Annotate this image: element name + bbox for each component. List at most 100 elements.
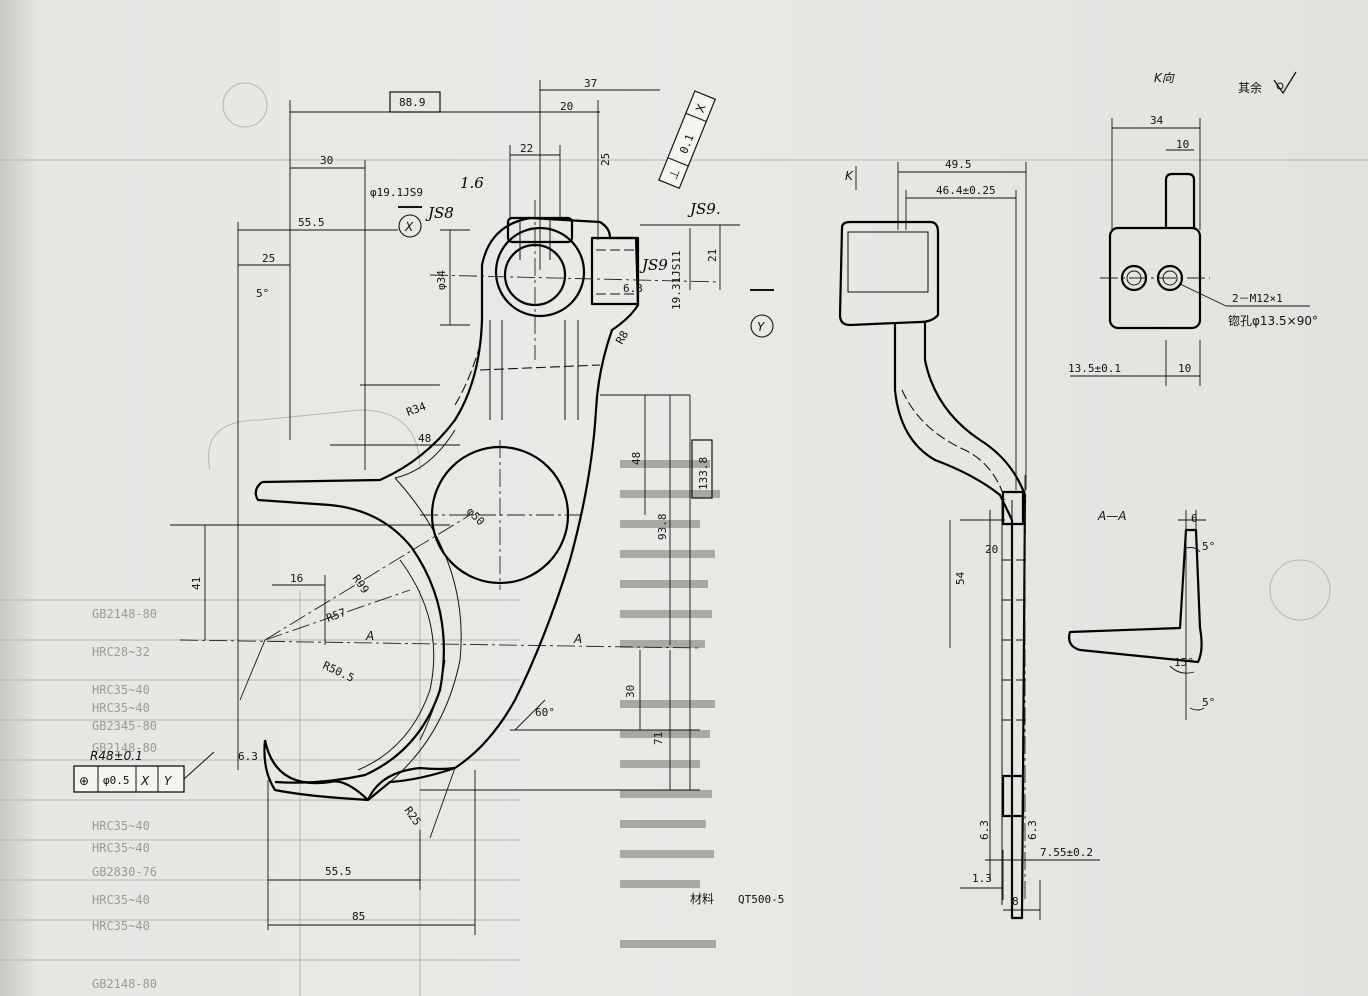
k-view-tab <box>1164 172 1196 228</box>
fork-upper-arm <box>254 481 413 549</box>
fork-inner-arc-r99 <box>389 477 462 783</box>
perp-symbol: ⊥ <box>666 167 683 182</box>
handwritten-js8: JS8 <box>425 204 454 222</box>
ghost-text-7: HRC35~40 <box>92 819 150 833</box>
main-dimension-lines <box>170 80 740 935</box>
side-lower-pad <box>1001 774 1025 818</box>
dim-5deg: 5° <box>256 287 269 300</box>
position-tolerance-frame: ⊕ φ0.5 X Y <box>73 751 215 793</box>
fork-inner-arc-r50 <box>357 559 435 771</box>
radius-r48: R48±0.1 <box>90 749 143 763</box>
dim-41: 41 <box>190 577 203 590</box>
dim-6-3-c: 6.3 <box>978 820 991 840</box>
dim-71: 71 <box>652 732 665 745</box>
dim-r50-5: R50.5 <box>321 659 357 685</box>
dim-25-r: 25 <box>599 153 612 166</box>
dim-48-a: 48 <box>418 432 431 445</box>
side-upper-pad <box>1001 490 1025 526</box>
dim-13-5: 13.5±0.1 <box>1068 362 1121 375</box>
right-lug <box>590 236 640 306</box>
side-view: K 49.5 46.4±0.25 20 54 7.55±0.2 1.3 8 6.… <box>838 158 1100 920</box>
k-view-title: K向 <box>1154 71 1175 85</box>
ghost-text-12: GB2148-80 <box>92 977 157 991</box>
dim-22: 22 <box>520 142 533 155</box>
dim-6-3-a: 6.3 <box>238 750 258 763</box>
fork-lower-jaw <box>263 739 369 801</box>
dim-6-s: 6 <box>1191 512 1198 525</box>
dim-48-b: 48 <box>630 452 643 465</box>
dim-30-b: 30 <box>624 685 637 698</box>
dim-93-8: 93.8 <box>656 514 669 541</box>
dim-85: 85 <box>352 910 365 923</box>
section-marker-left: A <box>365 629 374 643</box>
dim-88-9: 88.9 <box>399 96 426 109</box>
dim-54: 54 <box>954 571 967 585</box>
dim-10-k2: 10 <box>1178 362 1191 375</box>
fork-outline <box>261 216 640 802</box>
dim-55-5: 55.5 <box>298 216 325 229</box>
side-arm <box>893 322 1027 920</box>
handwritten-js9: JS9. <box>687 200 721 218</box>
dim-7-55: 7.55±0.2 <box>1040 846 1093 859</box>
dim-10-k: 10 <box>1176 138 1189 151</box>
position-ref-y: Y <box>164 774 173 788</box>
dim-30: 30 <box>320 154 333 167</box>
section-title: A—A <box>1097 509 1126 523</box>
datum-y: Y <box>757 320 766 334</box>
rest-label: 其余 <box>1238 80 1262 95</box>
dim-49-5: 49.5 <box>945 158 972 171</box>
dim-phi-34: φ34 <box>435 270 448 290</box>
ribs <box>489 320 579 420</box>
countersink-callout: 锪孔φ13.5×90° <box>1228 313 1318 328</box>
centerlines <box>179 200 721 649</box>
ghost-text-2: HRC28~32 <box>92 645 150 659</box>
ghost-text-6: GB2148-80 <box>92 741 157 755</box>
ghost-text-9: GB2830-76 <box>92 865 157 879</box>
dim-r99: R99 <box>350 572 372 596</box>
dim-55-5-b: 55.5 <box>325 865 352 878</box>
k-view: K向 其余 34 10 13.5±0.1 10 2－M12×1 锪孔φ13.5×… <box>1068 71 1318 386</box>
dim-20-a: 20 <box>560 100 573 113</box>
datum-x: X <box>404 220 414 234</box>
dim-133-8: 133.8 <box>697 457 710 490</box>
side-outline <box>838 220 940 327</box>
background-bleed-through: GB2148-80 HRC28~32 HRC35~40 HRC35~40 GB2… <box>0 82 1368 996</box>
ghost-text-3: HRC35~40 <box>92 683 150 697</box>
dim-r8: R8 <box>613 329 631 347</box>
dim-60deg: 60° <box>535 706 555 719</box>
ghost-text-8: HRC35~40 <box>92 841 150 855</box>
dim-5deg-s2: 5° <box>1202 696 1215 709</box>
fork-inner-arc-r57 <box>274 547 445 784</box>
dim-46-4: 46.4±0.25 <box>936 184 996 197</box>
dim-r34: R34 <box>405 400 428 419</box>
ghost-text-5: GB2345-80 <box>92 719 157 733</box>
main-view <box>254 216 640 802</box>
fork-lower-tip <box>366 766 456 801</box>
dim-37: 37 <box>584 77 597 90</box>
dim-1-3: 1.3 <box>972 872 992 885</box>
dim-5deg-s1: 5° <box>1202 540 1215 553</box>
dim-8: 8 <box>1012 895 1019 908</box>
dim-16: 16 <box>290 572 303 585</box>
dim-34-k: 34 <box>1150 114 1164 127</box>
hub-hidden <box>519 220 551 260</box>
k-arrow-label: K <box>845 169 854 183</box>
dim-6-3-d: 6.3 <box>1026 820 1039 840</box>
handwritten-1-6: 1.6 <box>460 174 484 192</box>
thread-callout: 2－M12×1 <box>1232 292 1283 305</box>
position-ref-x: X <box>140 774 150 788</box>
material-label: 材料 <box>690 892 714 906</box>
dim-20-b: 20 <box>985 543 998 556</box>
ghost-text-11: HRC35~40 <box>92 919 150 933</box>
dim-6-3-b: 6.3 <box>623 282 643 295</box>
position-value: φ0.5 <box>103 774 130 787</box>
ghost-text-1: GB2148-80 <box>92 607 157 621</box>
perpendicularity-frame: ⊥ 0.1 X <box>658 90 717 190</box>
dim-15deg-s: 15° <box>1174 656 1194 669</box>
ghost-text-4: HRC35~40 <box>92 701 150 715</box>
dim-phi-50: φ50 <box>464 505 487 528</box>
section-marker-right: A <box>573 632 582 646</box>
section-a-a: A—A 6 5° 15° 5° <box>1068 509 1215 720</box>
dim-19-31: 19.31JS11 <box>670 250 683 310</box>
